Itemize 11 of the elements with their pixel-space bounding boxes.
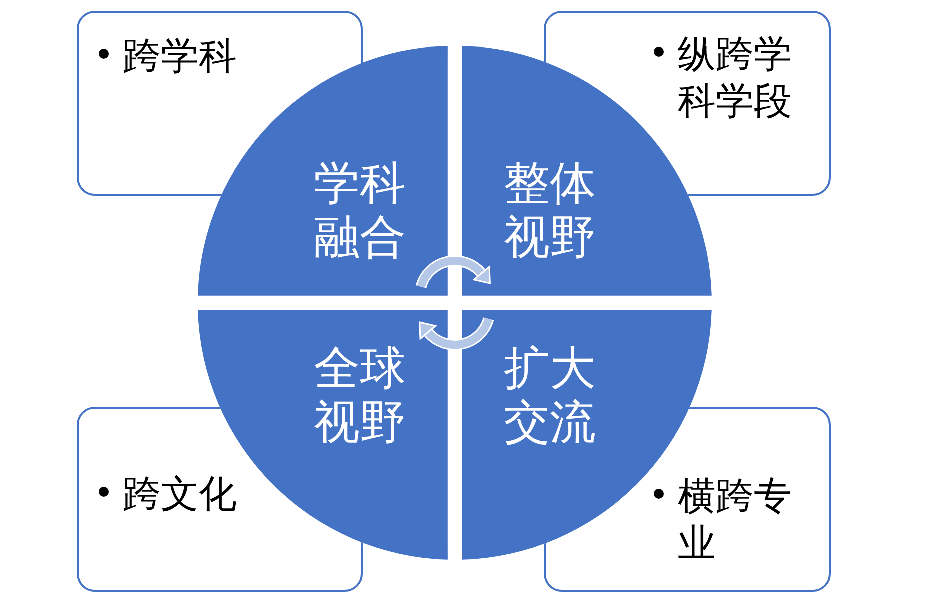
quadrant-label: 全球视野 — [312, 341, 407, 449]
quadrant-segment — [198, 310, 448, 560]
list-item-text: 跨学科 — [123, 33, 237, 80]
quadrant-label: 扩大交流 — [503, 341, 597, 449]
quadrant-label: 学科融合 — [312, 156, 407, 264]
cycle-arrow — [419, 317, 494, 350]
list-item-text: 纵跨学科学段 — [678, 31, 793, 125]
list-item-text: 横跨专业 — [678, 473, 793, 567]
quadrant-label: 整体视野 — [503, 156, 597, 264]
cycle-arrow — [416, 256, 491, 289]
list-item-text: 跨文化 — [123, 471, 237, 518]
